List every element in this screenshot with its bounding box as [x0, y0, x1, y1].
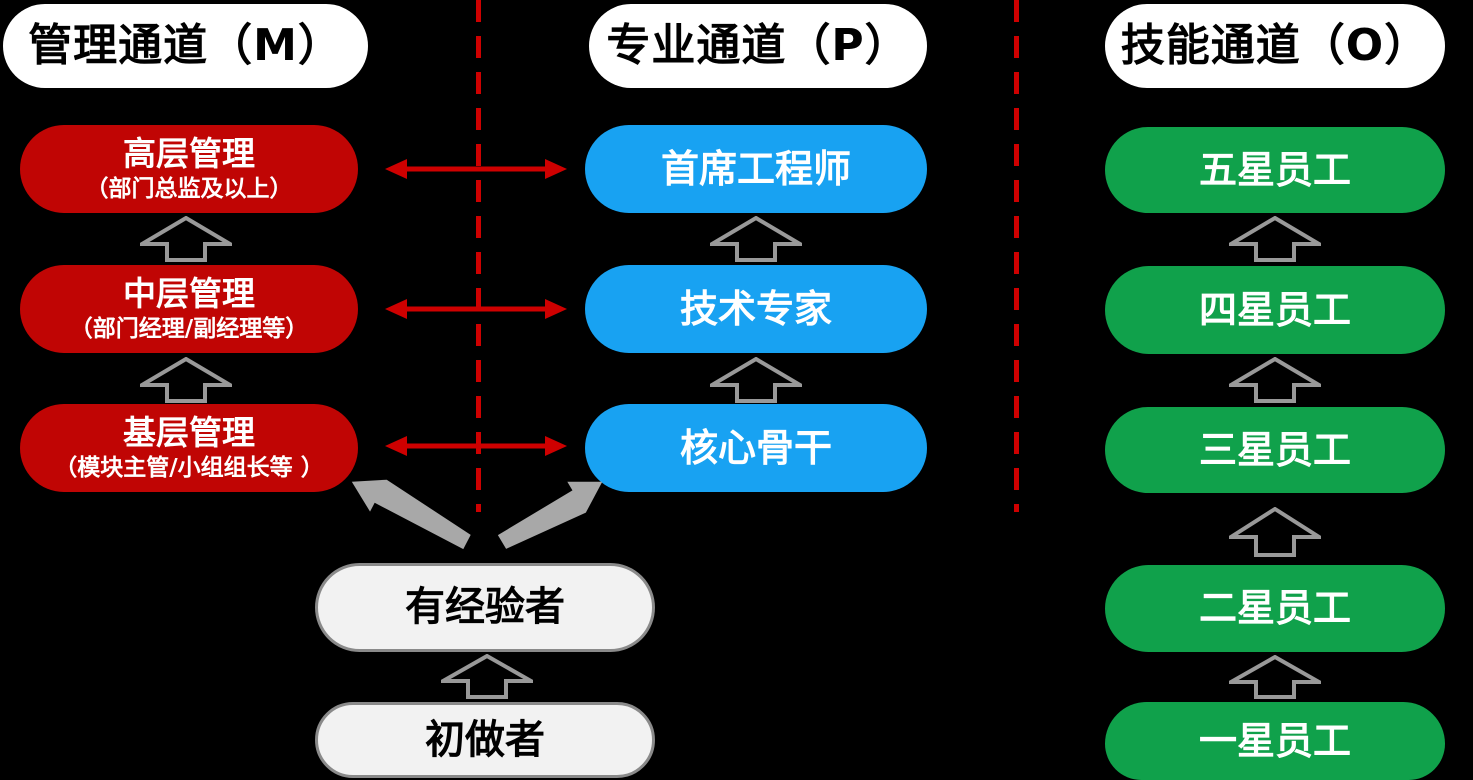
promotion-up-arrow-icon [710, 216, 802, 262]
skill-channel-header: 技能通道（O） [1105, 4, 1445, 88]
dashed-divider-management-professional [476, 0, 481, 512]
node-middle-management: 中层管理 （部门经理/副经理等） [20, 265, 358, 353]
promotion-up-arrow-icon [1229, 357, 1321, 403]
node-subtitle: （部门经理/副经理等） [69, 315, 309, 342]
promotion-up-arrow-icon [441, 654, 533, 699]
promotion-up-arrow-icon [140, 357, 232, 403]
node-title: 中层管理 [123, 273, 255, 313]
node-four-star: 四星员工 [1105, 266, 1445, 354]
node-two-star: 二星员工 [1105, 565, 1445, 652]
experienced-to-frontline-arrow-icon [351, 479, 471, 550]
node-experienced: 有经验者 [315, 563, 655, 652]
promotion-up-arrow-icon [1229, 507, 1321, 557]
node-three-star: 三星员工 [1105, 407, 1445, 493]
node-five-star: 五星员工 [1105, 127, 1445, 213]
node-subtitle: （模块主管/小组组长等 ） [54, 454, 324, 481]
promotion-up-arrow-icon [1229, 655, 1321, 699]
node-frontline-management: 基层管理 （模块主管/小组组长等 ） [20, 404, 358, 492]
promotion-up-arrow-icon [710, 357, 802, 403]
management-channel-header: 管理通道（M） [3, 4, 368, 88]
transfer-double-arrow-icon [385, 159, 567, 179]
node-beginner: 初做者 [315, 702, 655, 778]
node-senior-management: 高层管理 （部门总监及以上） [20, 125, 358, 213]
node-title: 高层管理 [123, 133, 255, 173]
node-one-star: 一星员工 [1105, 702, 1445, 780]
node-subtitle: （部门总监及以上） [85, 175, 293, 202]
node-chief-engineer: 首席工程师 [585, 125, 927, 213]
promotion-up-arrow-icon [140, 216, 232, 262]
transfer-double-arrow-icon [385, 299, 567, 319]
experienced-to-backbone-arrow-icon [497, 481, 603, 549]
professional-channel-header: 专业通道（P） [589, 4, 927, 88]
node-title: 基层管理 [123, 412, 255, 452]
entry-branch-arrows [351, 479, 603, 550]
promotion-up-arrow-icon [1229, 216, 1321, 262]
node-technical-expert: 技术专家 [585, 265, 927, 353]
dashed-divider-professional-skill [1014, 0, 1019, 512]
node-core-backbone: 核心骨干 [585, 404, 927, 492]
transfer-double-arrow-icon [385, 436, 567, 456]
